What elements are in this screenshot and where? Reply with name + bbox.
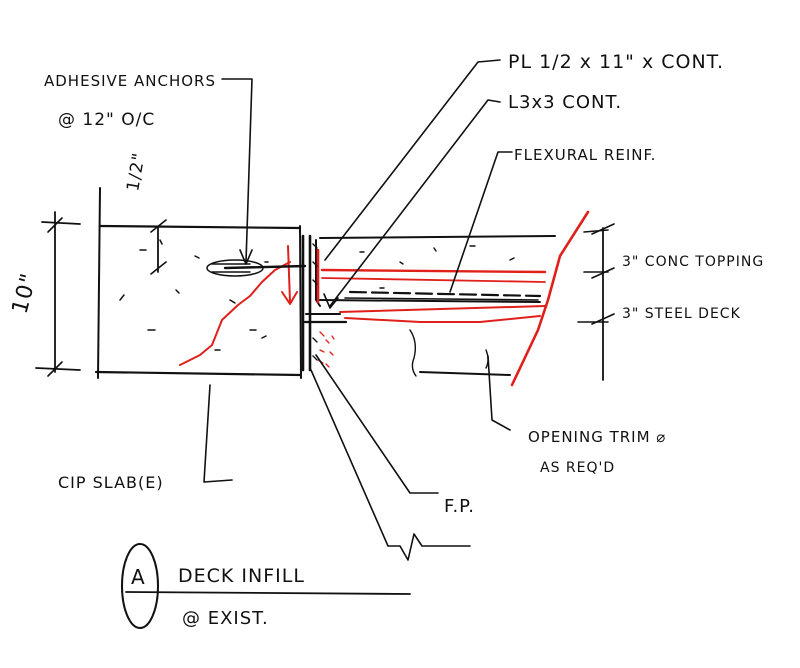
conc-topping-label: 3" CONC TOPPING: [622, 254, 764, 270]
deck-profile: [320, 210, 590, 387]
slab-depth-label: 10": [8, 270, 43, 316]
adhesive-anchors-label: ADHESIVE ANCHORS: [44, 72, 216, 90]
leader-lines: [203, 59, 513, 561]
slab-break-line: [179, 261, 291, 366]
topping-deck-dimension: [577, 223, 615, 381]
cip-slab-label: CIP SLAB(E): [58, 473, 164, 492]
plate-label: PL 1/2 x 11" x CONT.: [508, 51, 724, 73]
embed-dimension: 1/2": [123, 151, 167, 275]
angle-label: L3x3 CONT.: [508, 92, 622, 113]
red-arrow: [287, 245, 291, 303]
adhesive-anchor: [206, 259, 307, 277]
detail-title: DECK INFILL: [178, 565, 305, 587]
detail-title-block: A DECK INFILL @ EXIST.: [121, 543, 411, 629]
embed-dim-label: 1/2": [123, 151, 150, 193]
plate-and-angle: [301, 234, 348, 372]
cip-slab-existing: [94, 187, 302, 379]
detail-id: A: [131, 565, 146, 589]
as-reqd-label: AS REQ'D: [540, 460, 615, 476]
detail-bubble: [121, 543, 159, 629]
detail-subtitle: @ EXIST.: [182, 608, 269, 629]
flexural-reinf-label: FLEXURAL REINF.: [514, 146, 656, 164]
opening-trim-label: OPENING TRIM ⌀: [528, 428, 666, 446]
flexural-reinforcing-bar: [344, 290, 542, 301]
fp-label: F.P.: [444, 496, 475, 517]
steel-deck-label: 3" STEEL DECK: [622, 306, 741, 322]
slab-depth-dimension: 10": [8, 211, 81, 377]
anchor-spacing-label: @ 12" O/C: [58, 110, 155, 130]
